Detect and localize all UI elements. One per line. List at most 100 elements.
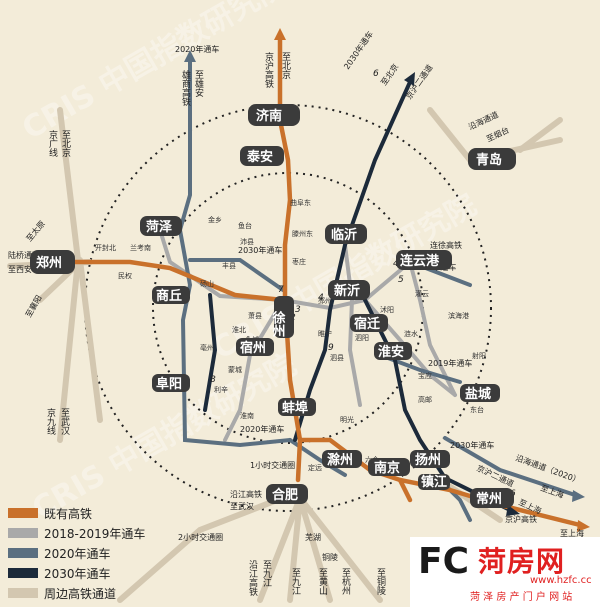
brand-logo-fc: FC <box>418 541 470 582</box>
city-hefei: 合肥 <box>266 484 308 504</box>
city-heze: 菏泽 <box>140 216 182 236</box>
city-box <box>240 146 284 166</box>
city-box <box>396 250 452 270</box>
city-suqian: 宿迁 <box>350 314 388 332</box>
city-xuzhou: 徐州 <box>270 296 294 338</box>
anno-2019-east: 2019年通车 <box>428 358 472 368</box>
city-box <box>350 314 388 332</box>
city-fuyang: 阜阳 <box>152 374 190 392</box>
anno-one-hour-circle: 1小时交通圈 <box>250 460 295 470</box>
city-label-suzhou: 宿州 <box>240 340 266 356</box>
anno-zhihangzhou: 至杭州 <box>340 568 351 595</box>
line-number-3: 3 <box>295 305 301 315</box>
city-label-zhengzhou: 郑州 <box>36 255 62 271</box>
anno-zhixian: 至西安 <box>8 264 32 274</box>
station-sixian: 泗县 <box>330 354 344 362</box>
station-huainan: 淮南 <box>240 411 254 420</box>
anno-zhibeijing-left: 至北京 <box>60 130 71 158</box>
city-label-bengbu: 蚌埠 <box>282 400 308 416</box>
city-label-yangzhou: 扬州 <box>415 452 441 468</box>
city-lianyungang: 连云港 <box>396 250 452 270</box>
city-bengbu: 蚌埠 <box>278 398 316 416</box>
anno-wuhu: 芜湖 <box>305 532 321 542</box>
anno-zhihuangshan: 至黄山 <box>317 568 328 595</box>
line-number-4b: 4 <box>318 293 324 303</box>
station-dangshan: 砀山 <box>200 279 214 288</box>
city-label-changzhou: 常州 <box>476 491 502 507</box>
city-huaian: 淮安 <box>374 342 412 360</box>
city-changzhou: 常州 <box>470 488 514 508</box>
station-guanyun: 灌云 <box>415 289 429 298</box>
station-yutai: 鱼台 <box>238 221 252 230</box>
anno-zhiwuhan-bottom: 至武汉 <box>230 501 254 511</box>
anno-jingjiu-left: 京九线 <box>45 407 56 435</box>
city-shangqiu: 商丘 <box>152 286 190 304</box>
legend-swatch-2018-2019 <box>8 528 38 538</box>
direction-arrows <box>184 28 590 532</box>
station-peixian: 沛县 <box>240 237 254 246</box>
station-bozhou: 亳州 <box>200 343 214 352</box>
station-baoying: 宝应 <box>418 371 432 380</box>
arrow-coastal-shanghai <box>572 490 585 502</box>
anno-luqiao: 陆桥通道 <box>8 250 40 260</box>
arrow-jinghu2-north <box>404 72 415 86</box>
station-dongtai: 东台 <box>470 405 484 414</box>
anno-2020-south: 2020年通车 <box>240 424 284 434</box>
station-xiaoxian: 萧县 <box>248 311 262 320</box>
station-suining: 睢宁 <box>318 329 332 338</box>
city-box <box>278 398 316 416</box>
city-chuzhou: 滁州 <box>322 450 362 468</box>
city-box <box>266 484 308 504</box>
city-box <box>468 148 516 170</box>
city-box <box>236 338 274 356</box>
legend: 既有高铁 2018-2019年通车 2020年通车 2030年通车 周边高铁通道 <box>8 506 145 601</box>
city-linyi: 临沂 <box>325 224 367 244</box>
station-tengzhou: 滕州东 <box>292 229 313 238</box>
city-suzhou: 宿州 <box>236 338 274 356</box>
station-zaozhuang: 枣庄 <box>292 257 306 266</box>
city-label-shangqiu: 商丘 <box>156 288 182 304</box>
station-dingyuan: 定远 <box>308 463 322 472</box>
city-box <box>470 488 514 508</box>
city-yangzhou: 扬州 <box>410 450 450 468</box>
lines-existing <box>67 35 583 528</box>
anno-zhijiujiang: 至九江 <box>261 560 272 588</box>
station-lankao: 兰考南 <box>130 243 151 252</box>
city-label-fuyang: 阜阳 <box>156 376 182 392</box>
station-binhai: 滨海港 <box>448 311 469 320</box>
city-box <box>152 374 190 392</box>
legend-label-surrounding: 周边高铁通道 <box>44 586 116 601</box>
line-number-6: 6 <box>373 69 379 79</box>
city-taian: 泰安 <box>240 146 284 166</box>
station-mingguang: 明光 <box>340 415 354 424</box>
city-box <box>140 216 182 236</box>
anno-zhibeijing-top: 至北京 <box>280 52 291 80</box>
city-label-xuzhou: 徐州 <box>270 310 287 338</box>
city-label-hefei: 合肥 <box>272 487 298 503</box>
city-xinyi: 新沂 <box>328 280 370 300</box>
city-yancheng: 盐城 <box>460 384 500 402</box>
station-kaifeng: 开封北 <box>95 243 116 252</box>
city-box <box>328 280 370 300</box>
city-label-huaian: 淮安 <box>377 344 404 360</box>
legend-swatch-surrounding <box>8 588 38 598</box>
station-shuyang: 沭阳 <box>380 305 394 314</box>
station-lianshui: 涟水 <box>404 329 418 338</box>
brand-logo-box <box>410 537 600 607</box>
brand-logo-name: 菏房网 <box>478 545 566 578</box>
city-box <box>374 342 412 360</box>
city-box <box>460 384 500 402</box>
anno-jingguang: 京广线 <box>47 129 58 157</box>
station-siyang: 泗阳 <box>355 333 369 342</box>
city-label-taian: 泰安 <box>246 149 273 165</box>
city-label-zhenjiang: 镇江 <box>421 474 447 490</box>
city-box <box>418 474 450 490</box>
city-label-linyi: 临沂 <box>331 227 357 243</box>
station-jinxiang: 金乡 <box>208 215 222 224</box>
legend-label-2018-2019: 2018-2019年通车 <box>44 526 145 541</box>
station-sheyang: 射阳 <box>472 351 486 360</box>
anno-two-hour-circle: 2小时交通圈 <box>178 532 223 542</box>
line-number-5: 5 <box>398 275 404 285</box>
anno-zhiwuhan: 至武汉 <box>59 408 70 436</box>
city-label-chuzhou: 滁州 <box>327 452 353 468</box>
